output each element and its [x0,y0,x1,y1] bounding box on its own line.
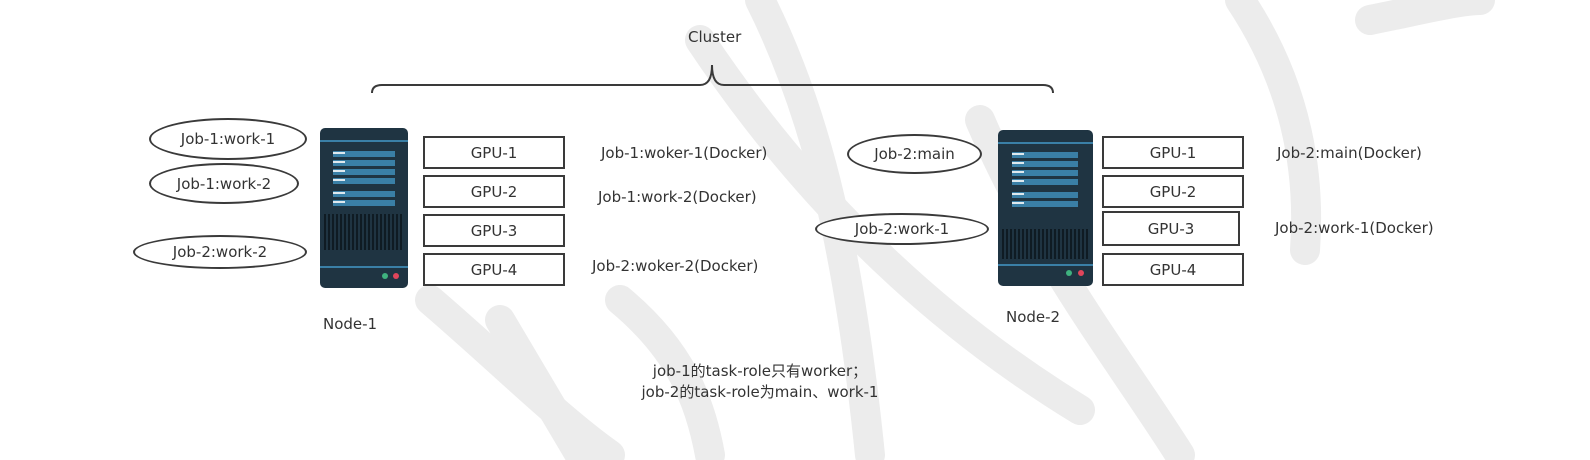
node-1-container-1: Job-1:woker-1(Docker) [601,144,768,162]
node-1-server-icon [320,128,408,288]
node-2-container-1: Job-2:main(Docker) [1277,144,1422,162]
node-1-task-job-2-work-2: Job-2:work-2 [133,235,307,269]
node-2-gpu-3: GPU-3 [1102,211,1240,246]
node-2-task-job-2-main: Job-2:main [847,134,982,174]
node-2-gpu-4: GPU-4 [1102,253,1244,286]
node-1-task-job-1-work-1: Job-1:work-1 [149,118,307,160]
node-2-task-job-2-work-1: Job-2:work-1 [815,213,989,245]
node-1-gpu-3: GPU-3 [423,214,565,247]
node-2-label: Node-2 [1006,308,1061,326]
node-2-gpu-1: GPU-1 [1102,136,1244,169]
cluster-brace [371,64,1054,94]
node-2-gpu-2: GPU-2 [1102,175,1244,208]
node-1-task-job-1-work-2: Job-1:work-2 [149,163,299,204]
node-2-server-icon [998,130,1093,286]
node-2-container-2: Job-2:work-1(Docker) [1275,219,1434,237]
node-1-label: Node-1 [323,315,378,333]
node-1-gpu-2: GPU-2 [423,175,565,208]
node-1-gpu-4: GPU-4 [423,253,565,286]
note-line-1: job-1的task-role只有worker； [652,362,868,380]
note-line-2: job-2的task-role为main、work-1 [641,383,879,401]
node-1-gpu-1: GPU-1 [423,136,565,169]
node-1-container-3: Job-2:woker-2(Docker) [592,257,759,275]
cluster-label: Cluster [688,28,742,46]
node-1-container-2: Job-1:work-2(Docker) [598,188,757,206]
